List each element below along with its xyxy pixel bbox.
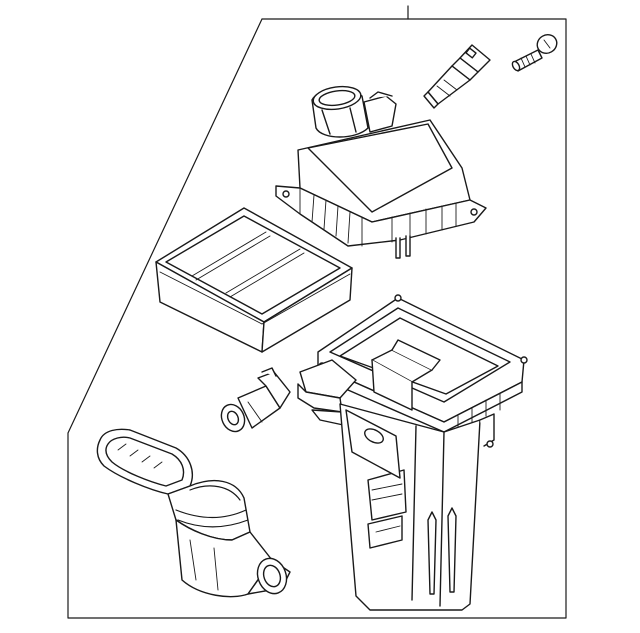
housing-cover-icon[interactable]: [275, 84, 487, 259]
bolt-icon[interactable]: [511, 31, 560, 72]
assembly-frame: [67, 5, 567, 619]
filter-icon[interactable]: [155, 207, 353, 353]
sensor-icon[interactable]: [423, 44, 491, 109]
duct-icon[interactable]: [96, 428, 291, 598]
housing-icon[interactable]: [297, 294, 528, 611]
actuator-icon[interactable]: [217, 367, 291, 435]
